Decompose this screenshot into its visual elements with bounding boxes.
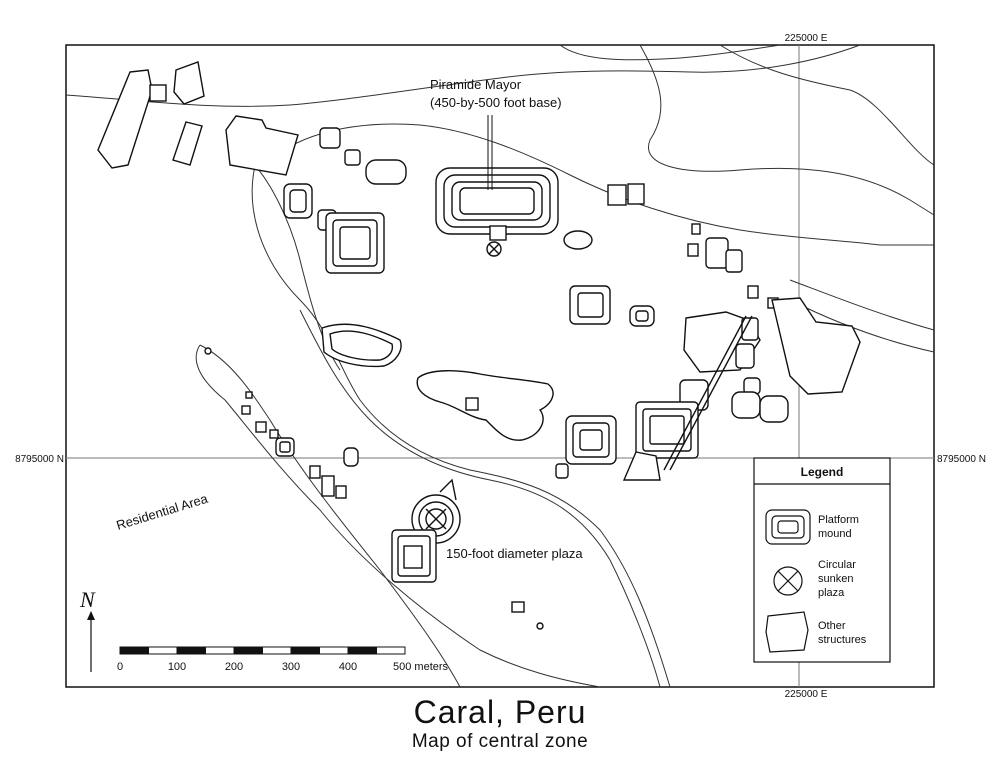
- north-arrow: N: [79, 587, 96, 672]
- scale-tick-label: 200: [225, 661, 243, 673]
- scale-segment: [119, 646, 149, 655]
- north-arrow-head: [87, 611, 95, 620]
- easting-top-label: 225000 E: [785, 33, 828, 44]
- legend-circular-line3: plaza: [818, 587, 845, 599]
- scale-segment: [205, 646, 235, 655]
- scale-segment: [290, 646, 320, 655]
- scale-tick-label: 100: [168, 661, 186, 673]
- scale-segment: [347, 646, 377, 655]
- legend-other-line2: structures: [818, 634, 867, 646]
- piramide-base-label: (450-by-500 foot base): [430, 95, 562, 110]
- scale-tick-label: 500 meters: [393, 661, 449, 673]
- easting-bottom-label: 225000 E: [785, 689, 828, 700]
- scale-tick-label: 300: [282, 661, 300, 673]
- legend-title: Legend: [801, 465, 844, 479]
- plaza-label: 150-foot diameter plaza: [446, 546, 583, 561]
- scale-tick-labels: 0 100 200 300 400 500 meters: [117, 661, 449, 673]
- legend-platform-line1: Platform: [818, 514, 859, 526]
- scale-tick-label: 0: [117, 661, 123, 673]
- scale-segment: [319, 646, 349, 655]
- legend: Legend Platform mound Circular sunken pl…: [753, 457, 891, 663]
- other-structures-icon: [765, 611, 809, 653]
- legend-circular-line2: sunken: [818, 573, 853, 585]
- northing-right-label: 8795000 N: [937, 454, 986, 465]
- scale-segment: [176, 646, 206, 655]
- legend-platform-line2: mound: [818, 528, 852, 540]
- scale-segment: [376, 646, 406, 655]
- contour-lines: [65, 44, 935, 688]
- scale-segment: [148, 646, 178, 655]
- scale-bar: [119, 646, 406, 655]
- structures: [97, 61, 861, 630]
- legend-other-line1: Other: [818, 620, 846, 632]
- legend-circular-line1: Circular: [818, 559, 856, 571]
- scale-tick-label: 400: [339, 661, 357, 673]
- map-subtitle: Map of central zone: [411, 731, 589, 752]
- scale-segment: [262, 646, 292, 655]
- platform-mound-icon: [765, 509, 811, 545]
- circular-plaza-icon: [773, 566, 803, 596]
- scale-segment: [233, 646, 263, 655]
- northing-left-label: 8795000 N: [15, 454, 64, 465]
- piramide-name-label: Piramide Mayor: [430, 77, 522, 92]
- map-title: Caral, Peru: [413, 694, 587, 730]
- north-symbol: N: [79, 587, 96, 612]
